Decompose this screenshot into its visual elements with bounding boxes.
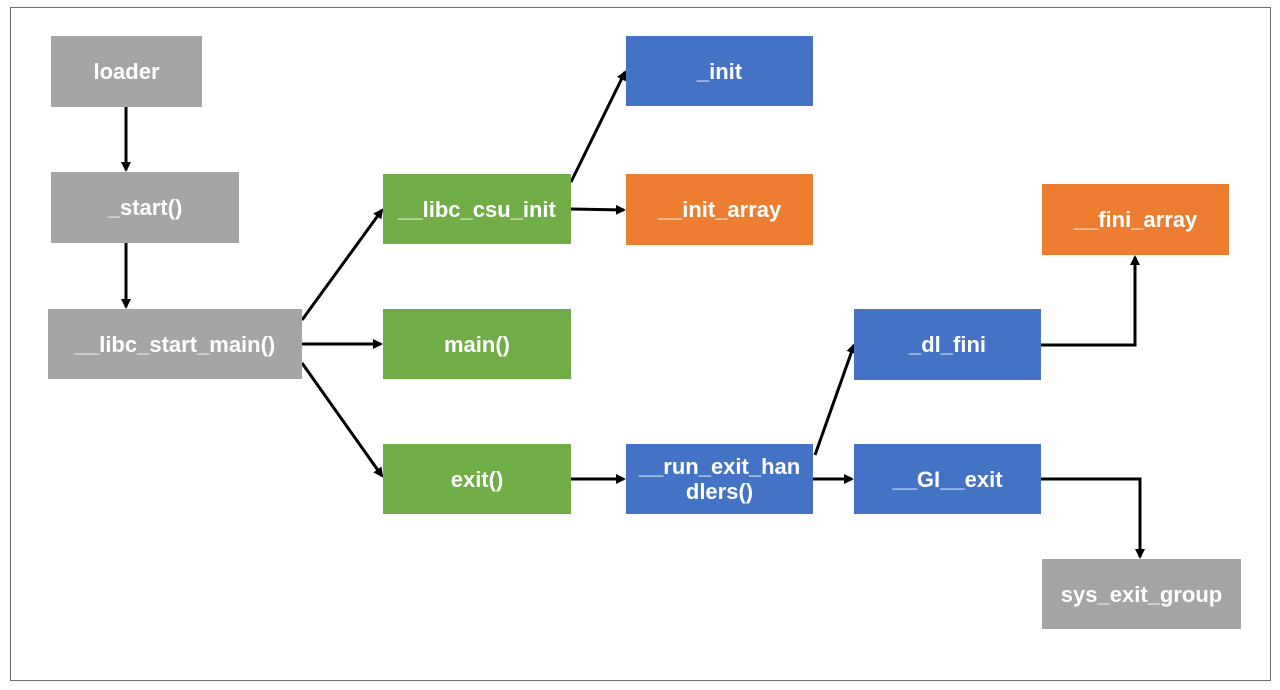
node-gi-exit: __GI__exit	[854, 444, 1041, 514]
node-libc-csu-init: __libc_csu_init	[383, 174, 571, 244]
node-exit-label: exit()	[450, 466, 504, 492]
node-sys-exit-group-label: sys_exit_group	[1060, 581, 1223, 607]
node-init-array: __init_array	[626, 174, 813, 245]
edge-csu-init-to-init-array	[570, 204, 626, 215]
node-start: _start()	[51, 172, 239, 243]
node-init-label: _init	[696, 58, 743, 84]
node-init-array-label: __init_array	[657, 197, 782, 222]
node-main-label: main()	[444, 331, 510, 357]
edge-csu-init-to-init	[569, 70, 627, 183]
edge-libc-start-main-to-csu-init	[300, 208, 384, 321]
node-libc-start-main-label: __libc_start_main()	[74, 331, 276, 357]
node-gi-exit-label: __GI__exit	[892, 466, 1003, 492]
edge-dl-fini-to-fini-array	[1041, 255, 1140, 347]
node-fini-array: __fini_array	[1042, 184, 1229, 255]
edge-run-exit-handlers-to-dl-fini	[813, 343, 857, 456]
node-sys-exit-group: sys_exit_group	[1042, 559, 1241, 629]
node-dl-fini: _dl_fini	[854, 309, 1041, 380]
node-exit: exit()	[383, 444, 571, 514]
node-loader-label: loader	[93, 59, 160, 84]
node-init: _init	[626, 36, 813, 106]
node-main: main()	[383, 309, 571, 379]
node-libc-start-main: __libc_start_main()	[48, 309, 302, 379]
node-dl-fini-label: _dl_fini	[908, 332, 986, 357]
node-fini-array-label: __fini_array	[1073, 207, 1198, 232]
edge-libc-start-main-to-exit	[300, 362, 384, 478]
edge-gi-exit-to-sys-exit-group	[1041, 477, 1145, 559]
node-start-label: _start()	[107, 195, 183, 220]
node-run-exit-handlers-label: __run_exit_han dlers()	[638, 454, 801, 504]
node-libc-csu-init-label: __libc_csu_init	[398, 196, 556, 222]
node-loader: loader	[51, 36, 202, 107]
node-run-exit-handlers: __run_exit_han dlers()	[626, 444, 813, 514]
